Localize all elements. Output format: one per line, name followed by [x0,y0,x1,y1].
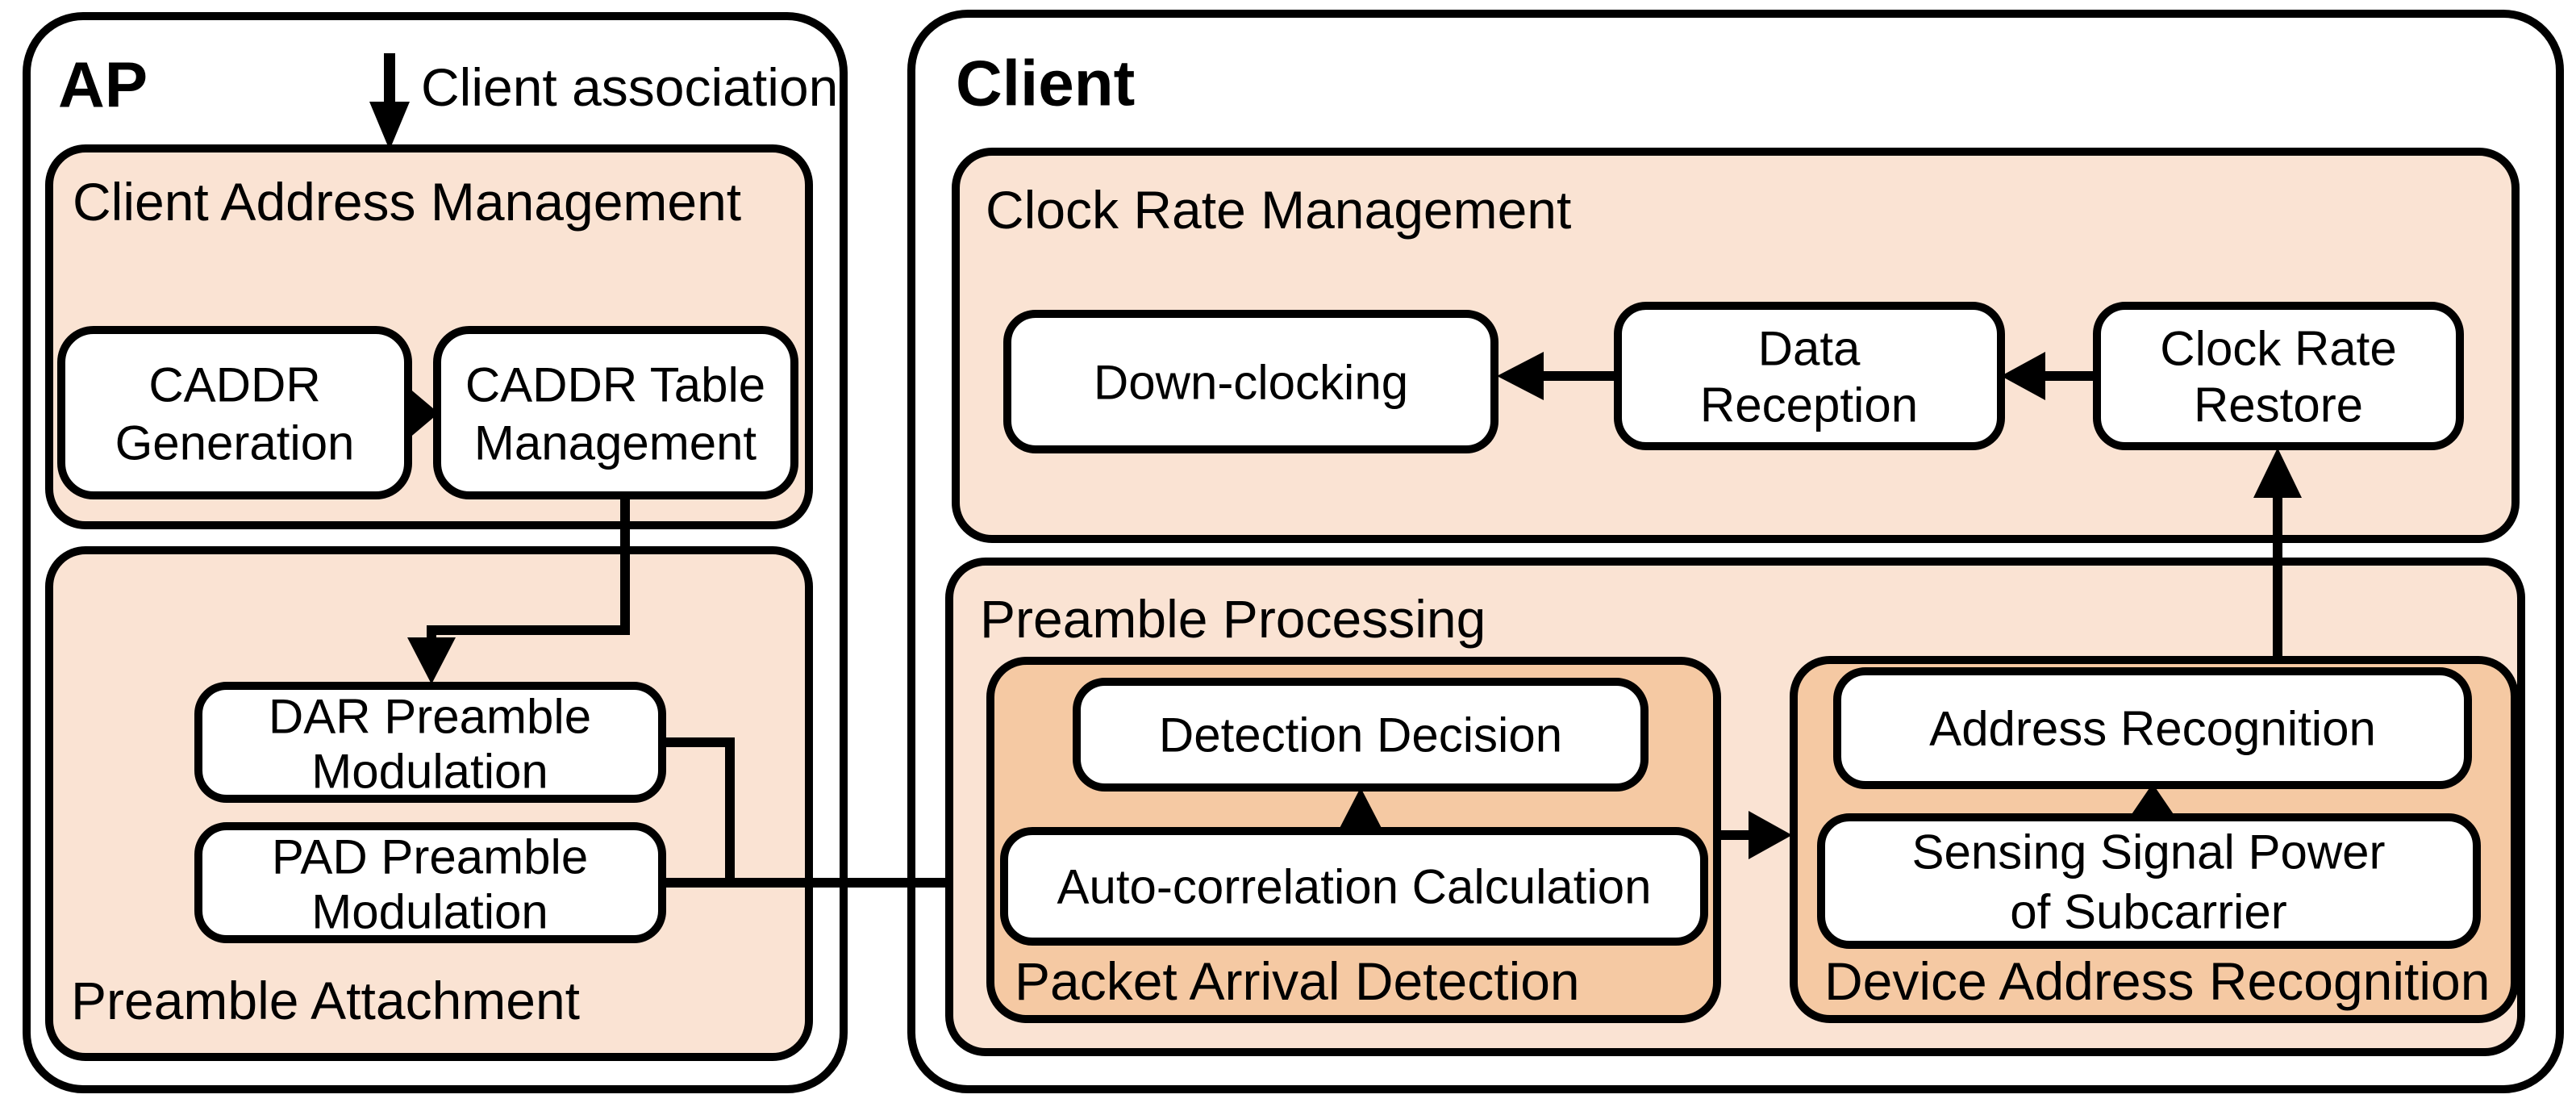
detection-decision-line1: Detection Decision [1159,708,1562,762]
address-to-restore-arrowhead-icon [2253,448,2302,498]
caddr-table-management-box [433,326,798,499]
preamble-attachment-title: Preamble Attachment [71,971,580,1030]
clock-rate-restore-line2: Restore [2194,378,2363,432]
data-reception-line1: Data [1758,322,1861,376]
caddr-to-dar-connector [427,495,630,642]
caddr-generation-line1: CADDR [148,358,320,412]
device-address-recognition-title: Device Address Recognition [1824,951,2490,1011]
restore-to-reception-arrowhead-icon [2001,352,2045,400]
caddr-table-management-line1: CADDR Table [465,358,765,412]
caddr-generation-line2: Generation [115,416,355,470]
pad-preamble-modulation-line1: PAD Preamble [272,830,588,884]
pad-preamble-modulation-line2: Modulation [311,885,548,939]
caddr-generation-box [57,326,412,499]
client-address-management-title: Client Address Management [73,172,741,232]
auto-correlation-line1: Auto-correlation Calculation [1057,860,1651,914]
sensing-signal-power-line2: of Subcarrier [2010,885,2286,939]
caddr-to-dar-arrowhead-icon [407,637,456,684]
packet-arrival-detection-title: Packet Arrival Detection [1015,951,1580,1011]
pad-to-dar-arrowhead-icon [1749,811,1792,859]
preamble-processing-title: Preamble Processing [980,589,1486,649]
caddr-table-management-line2: Management [474,416,757,470]
clock-rate-restore-line1: Clock Rate [2160,322,2396,376]
ap-title: AP [58,49,148,121]
client-association-label: Client association [421,57,838,117]
down-clocking-box [1003,310,1498,453]
dar-merge-connector [662,737,735,883]
autocorr-to-decision-arrowhead-icon [1336,787,1385,834]
data-reception-line2: Reception [1700,378,1918,432]
reception-to-downclock-arrowhead-icon [1497,352,1544,400]
dar-preamble-modulation-line1: DAR Preamble [269,690,591,744]
caddr-arrowhead-icon [408,387,439,439]
client-association-arrowhead-icon [369,102,410,150]
sensing-to-address-arrowhead-icon [2128,783,2177,819]
dar-preamble-modulation-line2: Modulation [311,745,548,799]
clock-rate-management-title: Clock Rate Management [986,180,1571,240]
address-recognition-line1: Address Recognition [1929,702,2376,756]
client-title: Client [956,48,1135,119]
down-clocking-line1: Down-clocking [1094,356,1408,410]
sensing-signal-power-line1: Sensing Signal Power [1911,825,2385,879]
